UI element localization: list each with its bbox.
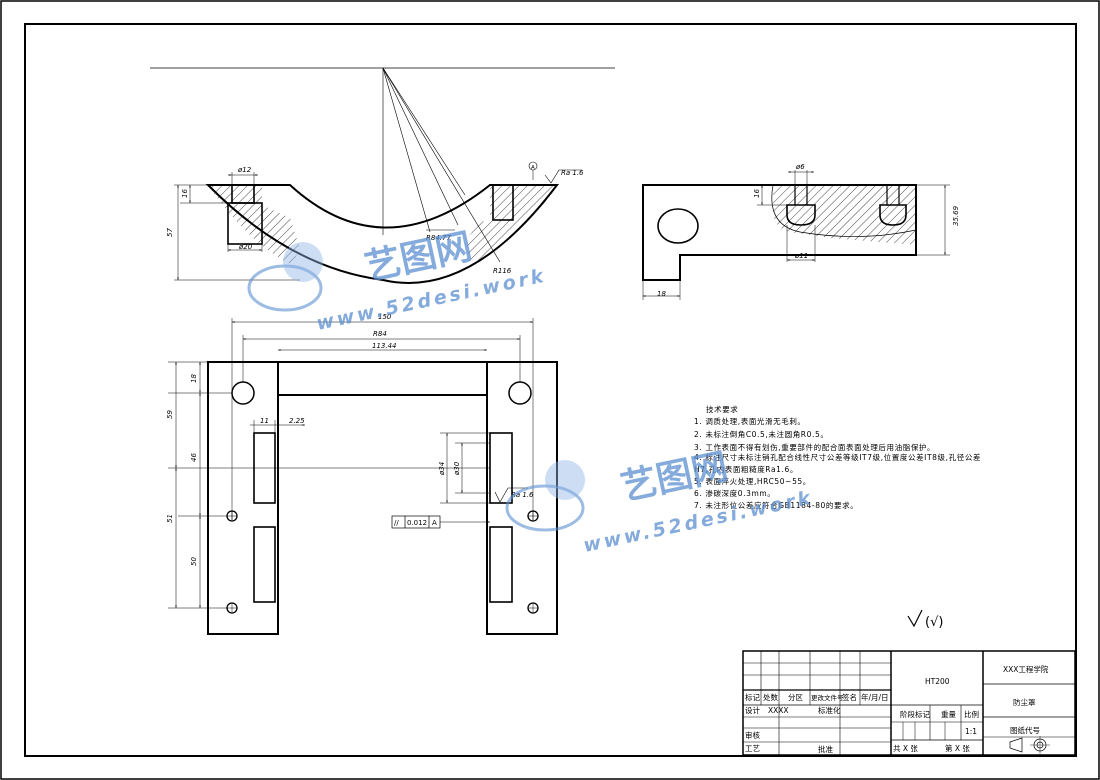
tb-drawing-no: 图纸代号 bbox=[1010, 725, 1040, 735]
tolerance-value: 0.012 bbox=[407, 519, 427, 527]
note-line: 3. 工作表面不得有划伤,重要部件的配合面表面处理后用油脂保护。 bbox=[694, 442, 935, 452]
dim-r116: R116 bbox=[493, 267, 512, 275]
watermark-cn: 艺图网 bbox=[617, 446, 731, 509]
side-view bbox=[642, 170, 950, 300]
dim-h16-left: 16 bbox=[181, 189, 189, 198]
hole-top-right bbox=[508, 381, 532, 405]
tb-date: 年/月/日 bbox=[861, 692, 889, 702]
dim-h57: 57 bbox=[166, 228, 174, 237]
dim-v18: 18 bbox=[190, 374, 198, 383]
note-line: H7,孔内表面粗糙度Ra1.6。 bbox=[694, 464, 798, 474]
dim-v46: 46 bbox=[190, 453, 198, 462]
pocket-right bbox=[492, 184, 514, 221]
tb-material: HT200 bbox=[925, 677, 950, 686]
tb-count: 处数 bbox=[763, 692, 778, 702]
technical-requirements: 技术要求 1. 调质处理,表面光滑无毛刺。 2. 未标注倒角C0.5,未注圆角R… bbox=[694, 404, 981, 510]
tb-change-doc: 更改文件号 bbox=[811, 693, 844, 702]
side-hole bbox=[657, 208, 699, 244]
note-line: 4. 标注尺寸未标注销孔配合线性尺寸公差等级IT7级,位置度公差IT8级,孔径公… bbox=[694, 452, 981, 462]
inner-border bbox=[24, 23, 1077, 757]
watermark-cn: 艺图网 bbox=[361, 226, 475, 289]
note-line: 6. 渗碳深度0.3mm。 bbox=[694, 488, 775, 498]
notes-title: 技术要求 bbox=[706, 404, 738, 414]
left-leg bbox=[207, 361, 279, 635]
section-hatch-right bbox=[466, 185, 557, 265]
tb-weight: 重量 bbox=[941, 710, 956, 719]
right-leg bbox=[486, 361, 558, 635]
tb-part-name: 防尘罩 bbox=[1013, 697, 1036, 707]
dim-d34: ø34 bbox=[438, 462, 446, 476]
pocket-left bbox=[227, 202, 263, 245]
dim-d11: ø11 bbox=[794, 252, 808, 260]
roughness-paren: (√) bbox=[925, 615, 943, 630]
dim-h35: 35.69 bbox=[952, 205, 960, 226]
top-view bbox=[168, 318, 558, 635]
dim-d20: ø20 bbox=[238, 243, 253, 251]
dim-r84-77: R84.77 bbox=[426, 234, 451, 242]
note-line: 5. 表面淬火处理,HRC50~55。 bbox=[694, 476, 811, 486]
tolerance-symbol: // bbox=[394, 519, 399, 527]
tb-stage-mark: 阶段标记 bbox=[900, 709, 930, 719]
dim-w11: 11 bbox=[260, 417, 269, 425]
datum-a-top: A bbox=[531, 165, 535, 171]
slot-right-lower bbox=[489, 526, 513, 603]
tb-scale: 比例 bbox=[964, 709, 979, 719]
tb-sheet-no: 第 X 张 bbox=[945, 743, 970, 753]
tb-zone: 分区 bbox=[788, 693, 803, 702]
tb-sheets: 共 X 张 bbox=[893, 744, 918, 753]
tb-school: XXX工程学院 bbox=[1003, 664, 1049, 674]
tb-scale-value: 1:1 bbox=[965, 727, 977, 736]
tb-mark: 标记 bbox=[745, 692, 760, 702]
tb-sign: 签名 bbox=[842, 692, 857, 702]
front-view bbox=[150, 67, 615, 284]
tolerance-datum: A bbox=[432, 519, 437, 527]
watermark-2: 艺图网 www.52desi.work bbox=[505, 446, 815, 557]
title-block bbox=[742, 650, 1076, 756]
roughness-mid: Ra 1.6 bbox=[511, 491, 534, 499]
tb-process: 工艺 bbox=[745, 744, 760, 753]
slot-right-upper bbox=[489, 432, 513, 504]
note-line: 7. 未注形位公差应符合GB1184-80的要求。 bbox=[694, 500, 858, 510]
tb-standardize: 标准化 bbox=[818, 705, 841, 715]
tb-design-label: 设计 bbox=[745, 705, 760, 715]
dim-d12: ø12 bbox=[237, 166, 252, 174]
dim-w113: 113.44 bbox=[372, 342, 397, 350]
slot-left-lower bbox=[253, 526, 276, 603]
dim-d30: ø30 bbox=[453, 461, 461, 476]
dim-w2-25: 2.25 bbox=[289, 417, 305, 425]
dim-d6: ø6 bbox=[795, 163, 805, 171]
tb-approve: 批准 bbox=[818, 744, 833, 754]
hole-top-left bbox=[231, 381, 255, 405]
tb-designer: XXXX bbox=[768, 706, 789, 715]
note-line: 1. 调质处理,表面光滑无毛刺。 bbox=[694, 416, 806, 426]
dim-r84: R84 bbox=[373, 330, 387, 338]
dim-w18: 18 bbox=[657, 290, 666, 298]
tb-review: 审核 bbox=[745, 730, 760, 740]
dim-h16-right: 16 bbox=[753, 189, 761, 198]
dim-v51: 51 bbox=[166, 514, 174, 523]
dim-v59: 59 bbox=[166, 410, 174, 419]
dim-v50: 50 bbox=[190, 557, 198, 566]
saddle-outline bbox=[205, 184, 560, 284]
note-line: 2. 未标注倒角C0.5,未注圆角R0.5。 bbox=[694, 429, 828, 439]
roughness-top: Ra 1.6 bbox=[561, 169, 584, 177]
cross-bar bbox=[277, 361, 488, 396]
title-block-text: 标记 处数 分区 更改文件号 签名 年/月/日 设计 XXXX 标准化 审核 工… bbox=[745, 664, 1049, 754]
dim-w150: 150 bbox=[378, 313, 392, 321]
general-roughness-symbol: (√) bbox=[907, 609, 943, 630]
